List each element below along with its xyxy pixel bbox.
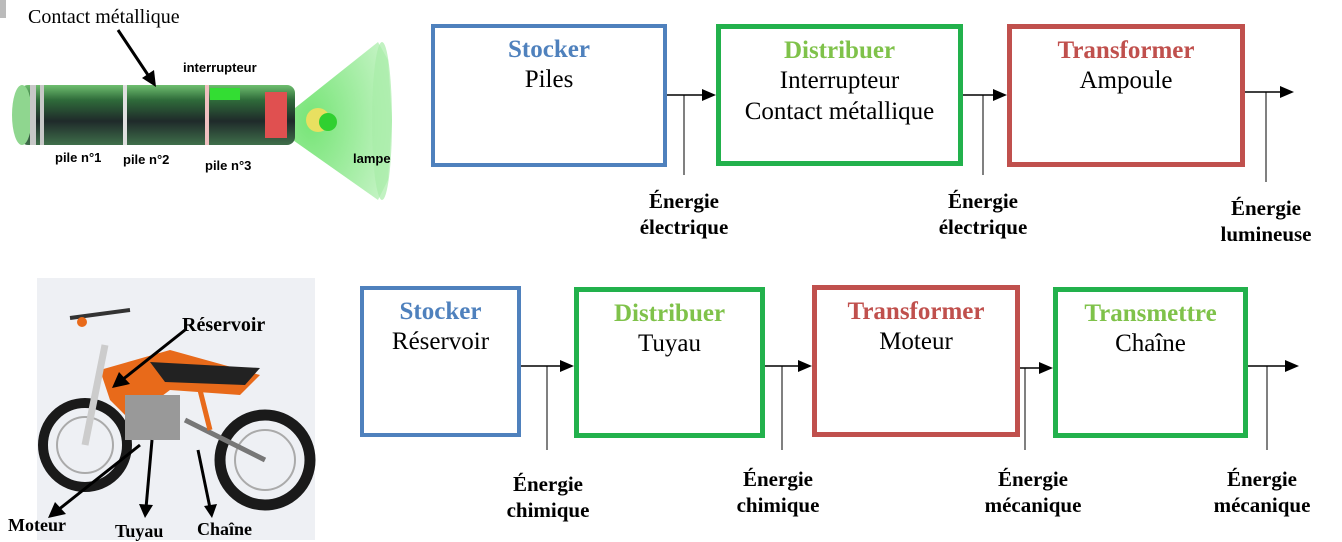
energy-type: mécanique (984, 493, 1082, 517)
distribuer-item-2: Contact métallique (744, 98, 935, 125)
tuyau-label: Tuyau (115, 521, 164, 541)
energy-word: Énergie (743, 467, 813, 491)
reservoir-label: Réservoir (182, 314, 266, 336)
pile3-label: pile n°3 (205, 158, 252, 173)
energy-type: mécanique (1213, 493, 1311, 517)
motorbike-transformer-box: Transformer Moteur (812, 285, 1020, 437)
motorbike-energy-1: Énergie chimique (478, 471, 618, 523)
distribuer-item: Tuyau (638, 330, 701, 357)
energy-word: Énergie (513, 472, 583, 496)
lampe-label: lampe (353, 151, 391, 166)
stocker-title: Stocker (399, 298, 482, 325)
moteur-label: Moteur (8, 515, 66, 535)
energy-word: Énergie (1227, 467, 1297, 491)
flashlight-drawing (0, 0, 392, 200)
pile2-label: pile n°2 (123, 152, 170, 167)
motorbike-illustration: Réservoir Moteur Tuyau Chaîne (0, 270, 330, 542)
flashlight-transformer-box: Transformer Ampoule (1007, 24, 1245, 167)
distribuer-title: Distribuer (613, 300, 726, 327)
energy-word: Énergie (998, 467, 1068, 491)
motorbike-distribuer-box: Distribuer Tuyau (574, 287, 765, 438)
motorbike-transmettre-box: Transmettre Chaîne (1053, 287, 1248, 438)
flashlight-energy-1: Énergie électrique (614, 188, 754, 240)
energy-type: lumineuse (1220, 222, 1312, 246)
transformer-title: Transformer (847, 298, 985, 325)
flashlight-illustration: Contact métallique interrupteur pile n°1… (0, 0, 400, 250)
transformer-item: Moteur (879, 328, 953, 355)
pile1-label: pile n°1 (55, 150, 102, 165)
flashlight-stocker-box: Stocker Piles (431, 24, 667, 167)
energy-type: chimique (736, 493, 820, 517)
contact-label: Contact métallique (28, 6, 180, 28)
transformer-item: Ampoule (1079, 67, 1173, 94)
interrupteur-label: interrupteur (183, 60, 257, 75)
flashlight-energy-2: Énergie électrique (913, 188, 1053, 240)
energy-type: électrique (639, 215, 729, 239)
stocker-item: Piles (524, 66, 574, 93)
chaine-label: Chaîne (197, 519, 253, 539)
transformer-title: Transformer (1057, 37, 1195, 64)
transmettre-title: Transmettre (1084, 300, 1217, 327)
motorbike-energy-2: Énergie chimique (708, 466, 848, 518)
stocker-item: Réservoir (391, 328, 490, 355)
energy-word: Énergie (649, 189, 719, 213)
energy-type: chimique (506, 498, 590, 522)
energy-type: électrique (938, 215, 1028, 239)
energy-word: Énergie (1231, 196, 1301, 220)
motorbike-stocker-box: Stocker Réservoir (360, 286, 521, 437)
distribuer-item-1: Interrupteur (779, 67, 900, 94)
distribuer-title: Distribuer (783, 37, 896, 64)
motorbike-energy-3: Énergie mécanique (963, 466, 1103, 518)
flashlight-energy-3: Énergie lumineuse (1196, 195, 1336, 247)
motorbike-energy-4: Énergie mécanique (1192, 466, 1332, 518)
motorbike-drawing (37, 278, 316, 540)
transmettre-item: Chaîne (1115, 330, 1186, 357)
energy-word: Énergie (948, 189, 1018, 213)
flashlight-distribuer-box: Distribuer Interrupteur Contact métalliq… (716, 24, 963, 166)
stocker-title: Stocker (508, 36, 590, 63)
